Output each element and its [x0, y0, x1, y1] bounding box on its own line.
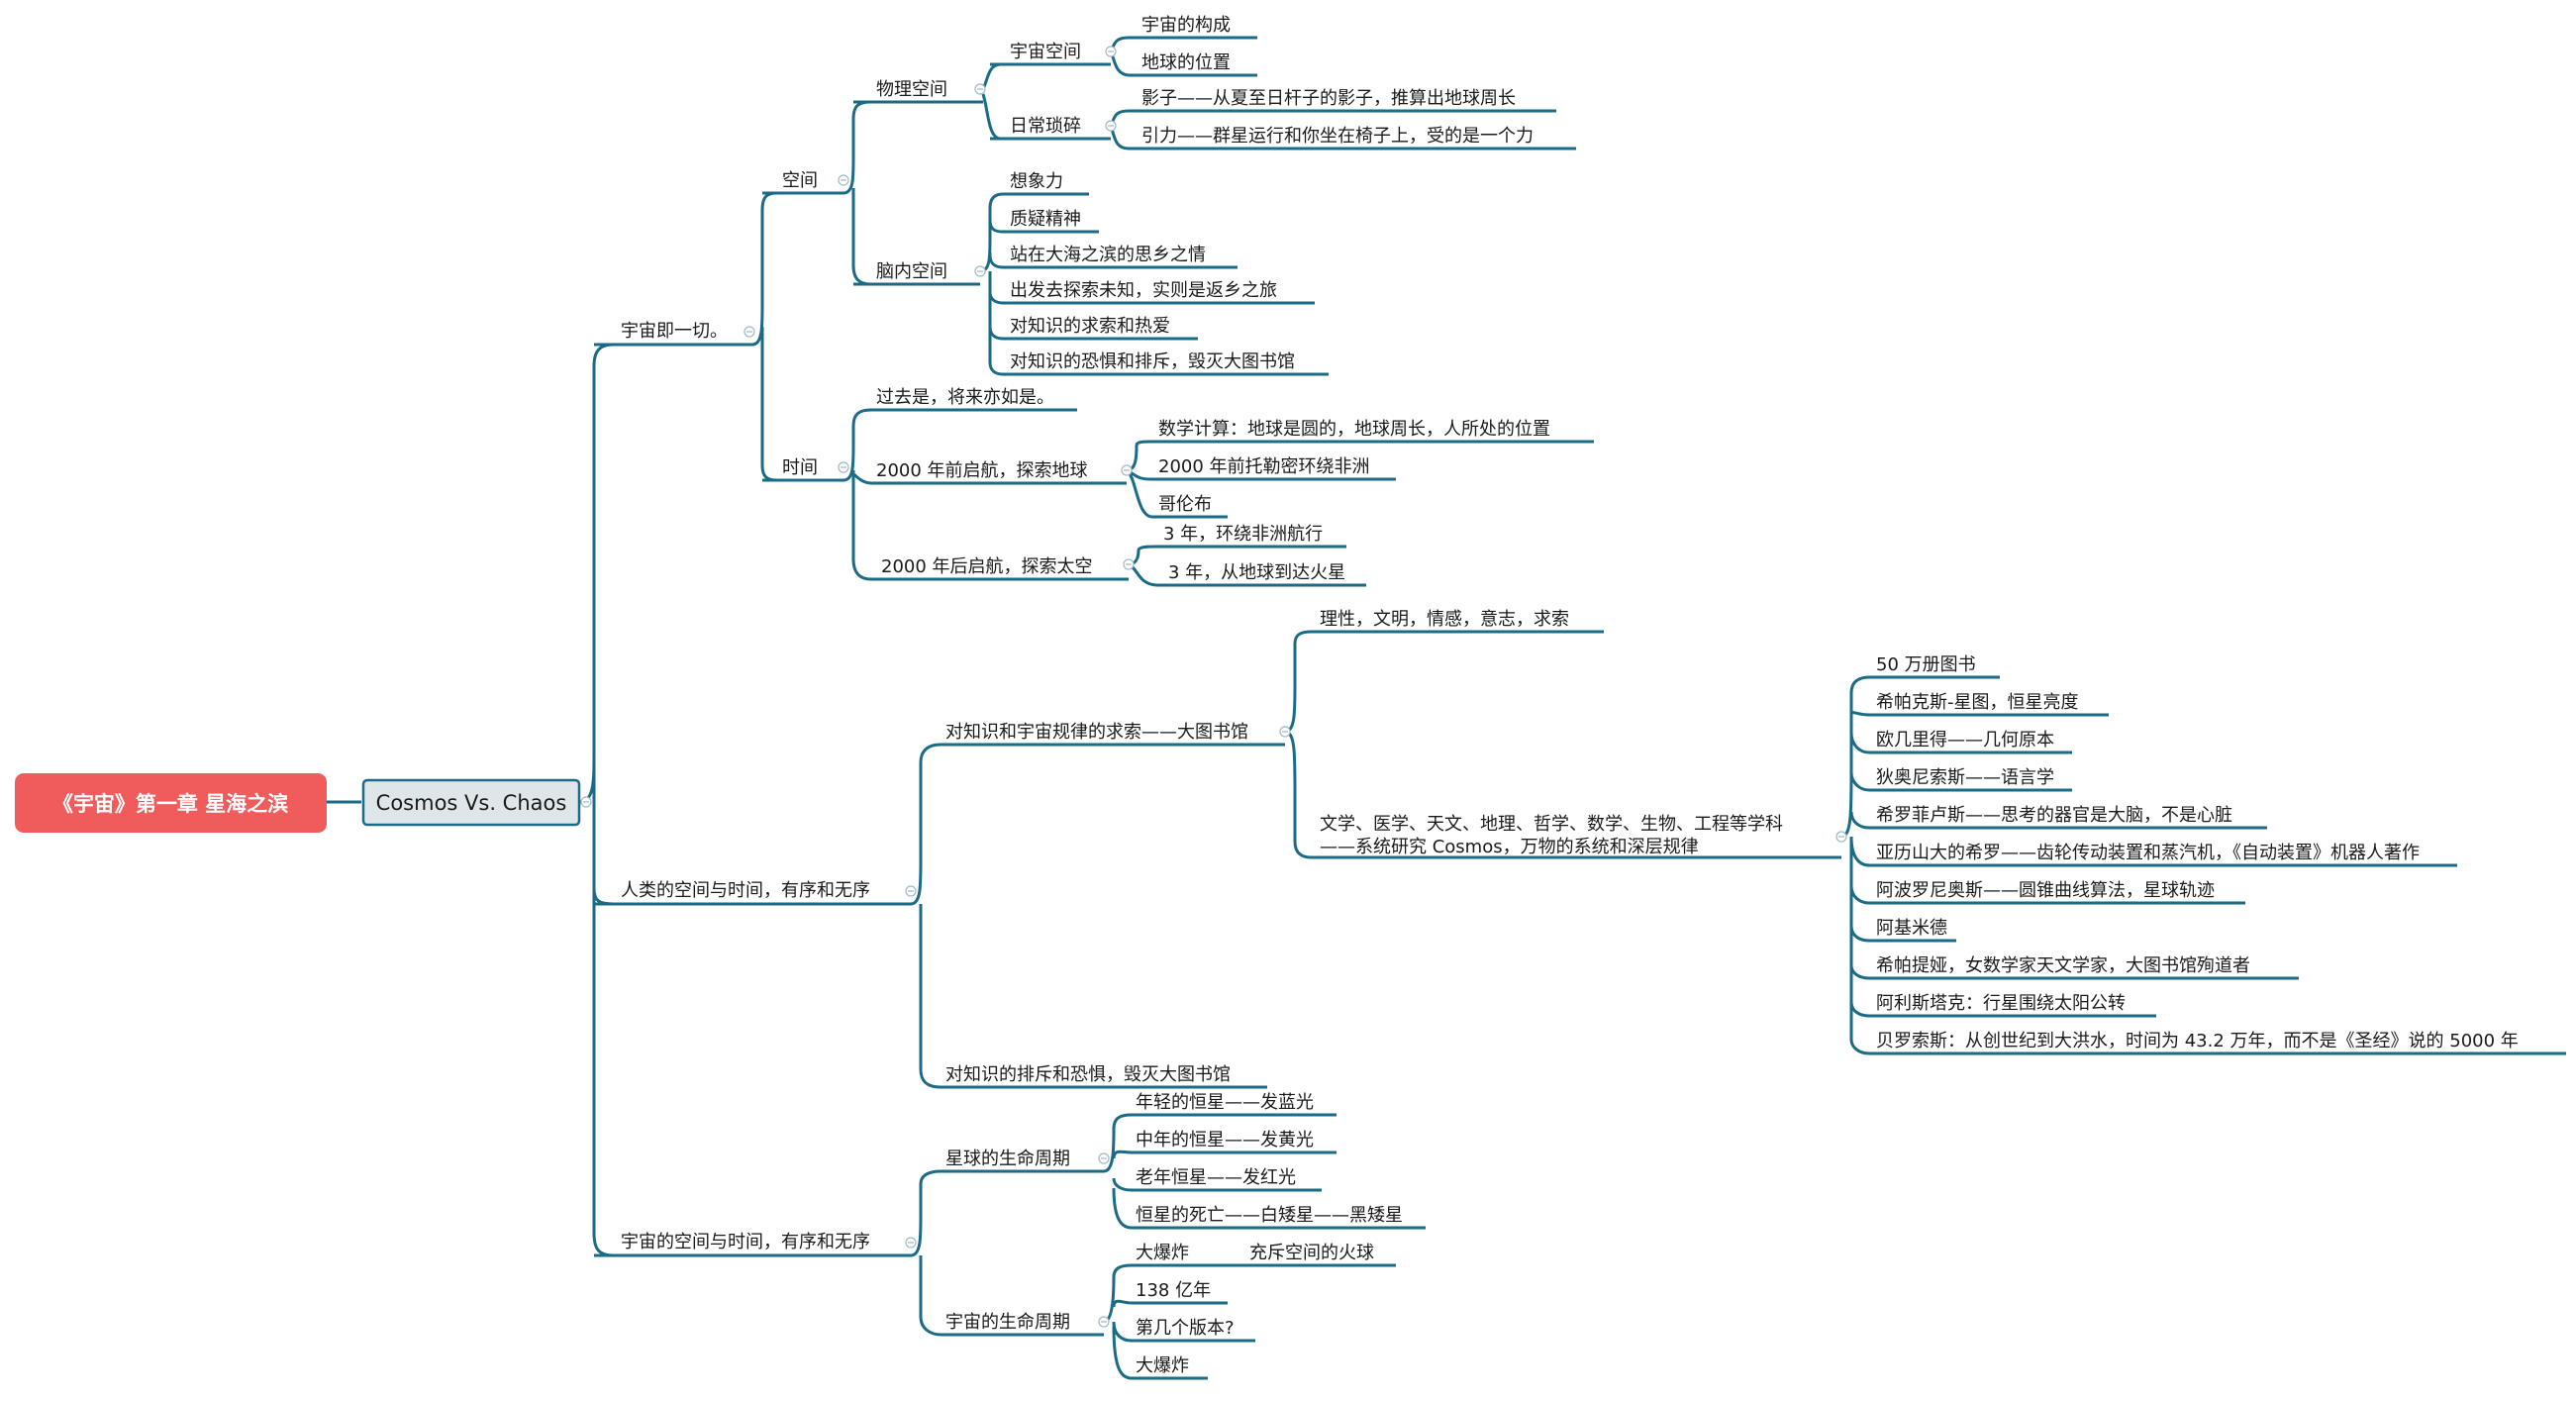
topic-explore-space[interactable]: 2000 年后启航，探索太空	[881, 556, 1093, 577]
topic-big-bang-again[interactable]: 大爆炸	[1136, 1355, 1189, 1376]
topic-cosmos-composition[interactable]: 宇宙的构成	[1141, 15, 1231, 36]
topic-ptolemy-africa[interactable]: 2000 年前托勒密环绕非洲	[1158, 456, 1370, 477]
topic-past-and-future[interactable]: 过去是，将来亦如是。	[876, 387, 1054, 408]
topic-big-bang[interactable]: 大爆炸	[1136, 1243, 1189, 1263]
topic-young-star[interactable]: 年轻的恒星——发蓝光	[1136, 1092, 1314, 1113]
topic-aristarchus[interactable]: 阿利斯塔克：行星围绕太阳公转	[1876, 993, 2126, 1014]
topic-explore-unknown[interactable]: 出发去探索未知，实则是返乡之旅	[1010, 280, 1277, 301]
topic-daily-trivia[interactable]: 日常琐碎	[1010, 116, 1081, 137]
topic-homesickness[interactable]: 站在大海之滨的思乡之情	[1010, 245, 1206, 265]
topic-earth-position[interactable]: 地球的位置	[1141, 52, 1231, 73]
topic-fireball-note: 充斥空间的火球	[1249, 1243, 1374, 1263]
topic-hipparchus[interactable]: 希帕克斯-星图，恒星亮度	[1876, 692, 2079, 713]
topic-love-of-knowledge[interactable]: 对知识的求索和热爱	[1010, 316, 1170, 337]
topic-human-space-time[interactable]: 人类的空间与时间，有序和无序	[621, 880, 870, 901]
topic-star-death[interactable]: 恒星的死亡——白矮星——黑矮星	[1136, 1205, 1403, 1226]
topic-500k-books[interactable]: 50 万册图书	[1876, 654, 1976, 675]
topic-cosmic-space[interactable]: 宇宙空间	[1010, 42, 1081, 62]
topic-underlines	[594, 36, 2566, 1380]
collapse-toggle-icon[interactable]	[905, 1237, 917, 1249]
topic-3-years-africa[interactable]: 3 年，环绕非洲航行	[1163, 524, 1323, 545]
topic-mental-space[interactable]: 脑内空间	[876, 261, 947, 282]
topic-skepticism[interactable]: 质疑精神	[1010, 209, 1081, 230]
collapse-toggle-icon[interactable]	[1121, 464, 1133, 476]
topic-great-library[interactable]: 对知识和宇宙规律的求索——大图书馆	[945, 722, 1248, 743]
topic-shadow[interactable]: 影子——从夏至日杆子的影子，推算出地球周长	[1141, 88, 1516, 109]
topic-middle-star[interactable]: 中年的恒星——发黄光	[1136, 1130, 1314, 1151]
central-topic-box	[361, 778, 581, 827]
topic-reason-civilization[interactable]: 理性，文明，情感，意志，求索	[1320, 609, 1569, 630]
topic-imagination[interactable]: 想象力	[1010, 171, 1063, 192]
topic-archimedes[interactable]: 阿基米德	[1876, 918, 1947, 939]
collapse-toggle-icon[interactable]	[974, 83, 986, 95]
collapse-toggle-icon[interactable]	[580, 796, 592, 808]
central-topic[interactable]: Cosmos Vs. Chaos	[361, 778, 581, 827]
root-node-label: 《宇宙》第一章 星海之滨	[52, 792, 288, 816]
collapse-toggle-icon[interactable]	[1835, 831, 1847, 843]
collapse-toggle-icon[interactable]	[1105, 46, 1117, 57]
connector-lines	[327, 36, 1870, 1380]
topic-time[interactable]: 时间	[782, 457, 818, 478]
topic-cosmic-space-time[interactable]: 宇宙的空间与时间，有序和无序	[621, 1232, 870, 1252]
topic-hero-of-alexandria[interactable]: 亚历山大的希罗——齿轮传动装置和蒸汽机，《自动装置》机器人著作	[1876, 843, 2420, 863]
topic-old-star[interactable]: 老年恒星——发红光	[1136, 1167, 1296, 1188]
collapse-toggle-icon[interactable]	[974, 265, 986, 277]
topic-star-lifecycle[interactable]: 星球的生命周期	[945, 1149, 1070, 1169]
central-topic-label: Cosmos Vs. Chaos	[376, 791, 567, 815]
root-node-box	[15, 773, 327, 833]
topic-space[interactable]: 空间	[782, 170, 818, 191]
collapse-toggle-icon[interactable]	[1098, 1316, 1110, 1328]
collapse-toggle-icon[interactable]	[1098, 1152, 1110, 1164]
topic-physical-space[interactable]: 物理空间	[876, 79, 947, 100]
topic-gravity[interactable]: 引力——群星运行和你坐在椅子上，受的是一个力	[1141, 126, 1534, 147]
topic-columbus[interactable]: 哥伦布	[1158, 494, 1212, 515]
topic-math-calculation[interactable]: 数学计算：地球是圆的，地球周长，人所处的位置	[1158, 419, 1550, 440]
collapse-toggle-icon[interactable]	[838, 461, 849, 473]
topic-hypatia[interactable]: 希帕提娅，女数学家天文学家，大图书馆殉道者	[1876, 955, 2250, 976]
topic-berossus[interactable]: 贝罗索斯：从创世纪到大洪水，时间为 43.2 万年，而不是《圣经》说的 5000…	[1876, 1031, 2519, 1051]
topic-3-years-mars[interactable]: 3 年，从地球到达火星	[1168, 562, 1345, 583]
root-node[interactable]: 《宇宙》第一章 星海之滨	[15, 773, 327, 833]
collapse-toggle-icon[interactable]	[1105, 120, 1117, 132]
collapse-toggle-icon[interactable]	[1123, 558, 1135, 570]
topic-universe-is-everything[interactable]: 宇宙即一切。	[621, 321, 728, 342]
topic-explore-earth[interactable]: 2000 年前启航，探索地球	[876, 460, 1088, 481]
topic-which-version[interactable]: 第几个版本?	[1136, 1318, 1235, 1339]
topic-13-8-billion-years[interactable]: 138 亿年	[1136, 1280, 1211, 1301]
topic-destroy-library[interactable]: 对知识的排斥和恐惧，毁灭大图书馆	[945, 1064, 1231, 1085]
topic-disciplines-line2[interactable]: ——系统研究 Cosmos，万物的系统和深层规律	[1320, 837, 1699, 857]
collapse-toggle-icon[interactable]	[838, 174, 849, 186]
topic-universe-lifecycle[interactable]: 宇宙的生命周期	[945, 1312, 1070, 1333]
topic-dionysius[interactable]: 狄奥尼索斯——语言学	[1876, 767, 2054, 788]
collapse-toggle-icon[interactable]	[743, 326, 755, 338]
topic-euclid[interactable]: 欧几里得——几何原本	[1876, 730, 2054, 751]
topic-apollonius[interactable]: 阿波罗尼奥斯——圆锥曲线算法，星球轨迹	[1876, 880, 2215, 901]
collapse-toggles[interactable]	[580, 46, 1847, 1328]
topic-herophilus[interactable]: 希罗菲卢斯——思考的器官是大脑，不是心脏	[1876, 805, 2232, 826]
collapse-toggle-icon[interactable]	[905, 885, 917, 897]
topic-fear-of-knowledge[interactable]: 对知识的恐惧和排斥，毁灭大图书馆	[1010, 351, 1295, 372]
topic-disciplines-line1[interactable]: 文学、医学、天文、地理、哲学、数学、生物、工程等学科	[1320, 814, 1783, 835]
collapse-toggle-icon[interactable]	[1279, 726, 1291, 738]
